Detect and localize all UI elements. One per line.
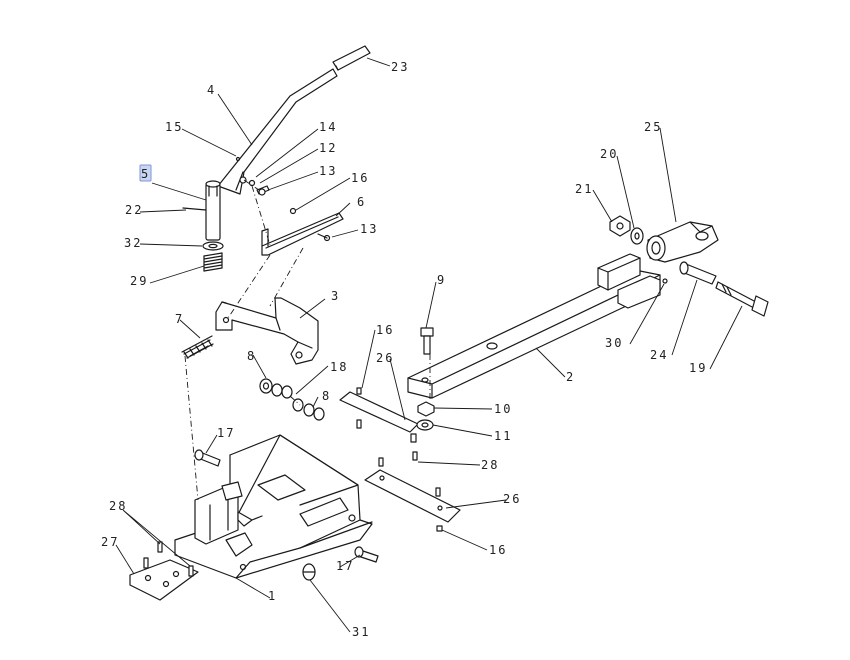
callout-23[interactable]: 23	[391, 60, 409, 74]
latch-rod	[182, 180, 221, 241]
callout-28-left[interactable]: 28	[109, 499, 127, 513]
strip-plate-lower	[364, 451, 461, 532]
callout-30[interactable]: 30	[605, 336, 623, 350]
yoke-bushing	[679, 261, 717, 285]
callout-6[interactable]: 6	[357, 195, 366, 209]
callout-24[interactable]: 24	[650, 348, 668, 362]
callout-32[interactable]: 32	[124, 236, 142, 250]
callout-11[interactable]: 11	[494, 429, 512, 443]
callout-1[interactable]: 1	[268, 589, 277, 603]
bolt-9	[420, 327, 434, 355]
callout-31[interactable]: 31	[352, 625, 370, 639]
hand-lever	[217, 68, 338, 195]
callout-26-lower[interactable]: 26	[503, 492, 521, 506]
bushing-set-upper	[259, 378, 325, 421]
callout-14[interactable]: 14	[319, 120, 337, 134]
callout-12[interactable]: 12	[319, 141, 337, 155]
callout-7[interactable]: 7	[175, 312, 184, 326]
mount-plate	[129, 541, 199, 601]
callout-labels: 23 4 15 14 12 13 5 16 6 13 22 32 29 3 7 …	[101, 60, 707, 639]
callout-8-lower[interactable]: 8	[322, 389, 331, 403]
yoke	[646, 221, 719, 263]
assembly-lines	[184, 179, 431, 501]
callout-16-lower[interactable]: 16	[489, 543, 507, 557]
grease-fitting	[662, 278, 668, 284]
callout-13-upper[interactable]: 13	[319, 164, 337, 178]
nut-10	[417, 401, 435, 417]
callout-18[interactable]: 18	[330, 360, 348, 374]
bolt-17-lower	[354, 546, 379, 563]
callout-29[interactable]: 29	[130, 274, 148, 288]
callout-15[interactable]: 15	[165, 120, 183, 134]
callout-20[interactable]: 20	[600, 147, 618, 161]
strip-plate-upper	[339, 387, 419, 443]
callout-21[interactable]: 21	[575, 182, 593, 196]
callout-5[interactable]: 5	[141, 167, 150, 181]
callout-16-upper[interactable]: 16	[351, 171, 369, 185]
callout-8-upper[interactable]: 8	[247, 349, 256, 363]
callout-25[interactable]: 25	[644, 120, 662, 134]
tension-spring	[181, 335, 214, 359]
callout-16-middle[interactable]: 16	[376, 323, 394, 337]
callout-22[interactable]: 22	[125, 203, 143, 217]
latch-spring	[203, 252, 223, 272]
spring-clip	[302, 563, 316, 581]
washer-11	[416, 419, 434, 431]
selected-callout-highlight	[139, 164, 152, 182]
callout-17-lower[interactable]: 17	[336, 559, 354, 573]
callout-9[interactable]: 9	[437, 273, 446, 287]
main-arm	[407, 253, 661, 399]
callout-27[interactable]: 27	[101, 535, 119, 549]
bolt-17-upper	[194, 449, 221, 467]
callout-19[interactable]: 19	[689, 361, 707, 375]
callout-10[interactable]: 10	[494, 402, 512, 416]
lever-grip	[332, 45, 371, 71]
callout-3[interactable]: 3	[331, 289, 340, 303]
base-frame	[174, 434, 373, 579]
callout-26-upper[interactable]: 26	[376, 351, 394, 365]
yoke-washer	[630, 227, 644, 245]
rod-washer	[202, 241, 224, 251]
bracket	[215, 297, 319, 365]
callout-4[interactable]: 4	[207, 83, 216, 97]
callout-13-lower[interactable]: 13	[360, 222, 378, 236]
callout-28-right[interactable]: 28	[481, 458, 499, 472]
callout-17-upper[interactable]: 17	[217, 426, 235, 440]
yoke-nut	[609, 215, 631, 237]
callout-2[interactable]: 2	[566, 370, 575, 384]
yoke-bolt	[715, 281, 769, 317]
leader-lines	[115, 57, 743, 633]
